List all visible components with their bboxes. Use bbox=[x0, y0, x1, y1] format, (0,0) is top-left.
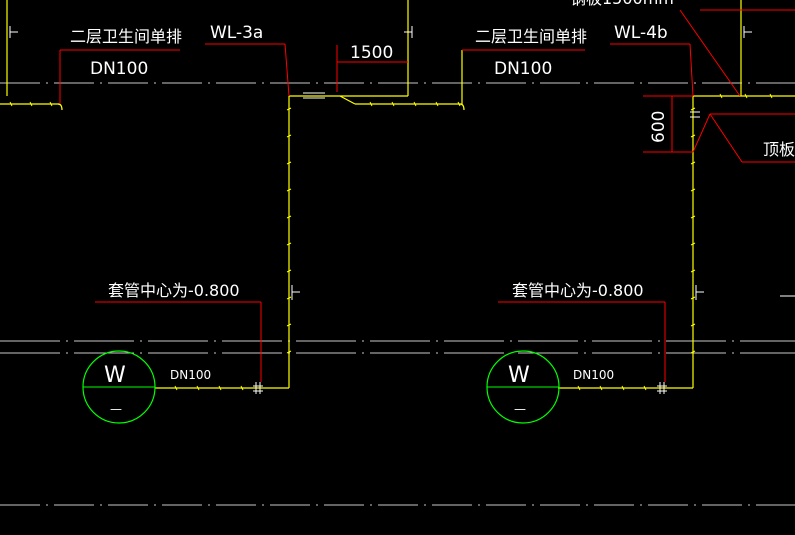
labels-left: 二层卫生间单排 DN100 WL-3a 1500 套管中心为-0.800 DN1… bbox=[70, 23, 393, 382]
well-dash-left: — bbox=[110, 402, 122, 416]
pipe-end-hook bbox=[57, 103, 63, 111]
pipe-tick bbox=[435, 101, 439, 107]
well-letter-right: W bbox=[508, 363, 530, 388]
pipe-tick bbox=[369, 101, 373, 107]
pipe-tick bbox=[49, 101, 53, 107]
pipe-tick bbox=[286, 350, 292, 354]
pipe-tick bbox=[643, 385, 647, 391]
pipe-tick bbox=[457, 101, 461, 107]
leaders-left bbox=[59, 43, 408, 382]
pipe-size-left: DN100 bbox=[90, 59, 148, 79]
pipe-tick bbox=[744, 93, 748, 99]
pipe-id-left: WL-3a bbox=[210, 23, 263, 43]
dim-600: 600 bbox=[649, 111, 669, 143]
labels-right: 钢板1500mm 二层卫生间单排 DN100 WL-4b 600 顶板 套管中心… bbox=[475, 0, 795, 382]
pipe-tick bbox=[286, 242, 292, 246]
pipe-tick bbox=[719, 93, 723, 99]
pipe-tick bbox=[286, 188, 292, 192]
dim-1500: 1500 bbox=[350, 43, 393, 63]
well-dash-right: — bbox=[514, 402, 526, 416]
pipe-diagonal bbox=[339, 95, 356, 105]
pipe-tick bbox=[690, 134, 696, 138]
pipe-tick bbox=[9, 101, 13, 107]
pipe-end-hook-2 bbox=[459, 103, 465, 111]
pipe-tick bbox=[218, 385, 222, 391]
sleeve-symbols-left bbox=[9, 26, 413, 394]
well-left: W — bbox=[82, 350, 156, 424]
pipe-tick bbox=[391, 101, 395, 107]
pipe-tick bbox=[286, 107, 292, 111]
pipe-tick bbox=[769, 93, 773, 99]
left-pipe-system bbox=[0, 0, 465, 389]
top-partial-label: 钢板1500mm bbox=[570, 0, 674, 8]
pipe-tick bbox=[690, 269, 696, 273]
pipe-tick bbox=[174, 385, 178, 391]
outlet-size-right: DN100 bbox=[573, 368, 614, 382]
pipe-tick bbox=[286, 323, 292, 327]
pipe-tick bbox=[690, 188, 696, 192]
sleeve-symbols-right bbox=[657, 26, 795, 394]
pipe-tick bbox=[286, 161, 292, 165]
floor-label-right: 二层卫生间单排 bbox=[475, 27, 587, 46]
pipe-tick bbox=[690, 323, 696, 327]
pipe-tick-marks bbox=[9, 93, 773, 391]
pipe-tick bbox=[240, 385, 244, 391]
pipe-tick bbox=[286, 215, 292, 219]
pipe-tick bbox=[690, 107, 696, 111]
pipe-size-right: DN100 bbox=[494, 59, 552, 79]
floor-label-left: 二层卫生间单排 bbox=[70, 27, 182, 46]
well-right: W — bbox=[486, 350, 560, 424]
sleeve-note-right: 套管中心为-0.800 bbox=[512, 281, 644, 300]
pipe-tick bbox=[286, 134, 292, 138]
leaders-right bbox=[462, 9, 795, 382]
pipe-tick bbox=[286, 296, 292, 300]
pipe-tick bbox=[621, 385, 625, 391]
outlet-size-left: DN100 bbox=[170, 368, 211, 382]
pipe-tick bbox=[29, 101, 33, 107]
sleeve-note-left: 套管中心为-0.800 bbox=[108, 281, 240, 300]
pipe-tick bbox=[196, 385, 200, 391]
pipe-tick bbox=[577, 385, 581, 391]
pipe-tick bbox=[413, 101, 417, 107]
pipe-tick bbox=[690, 215, 696, 219]
pipe-tick bbox=[690, 161, 696, 165]
pipe-tick bbox=[690, 296, 696, 300]
pipe-id-right: WL-4b bbox=[614, 23, 668, 43]
pipe-tick bbox=[286, 269, 292, 273]
pipe-tick bbox=[690, 242, 696, 246]
pipe-tick bbox=[599, 385, 603, 391]
well-letter-left: W bbox=[104, 363, 126, 388]
roof-label: 顶板 bbox=[763, 140, 795, 159]
right-pipe-system bbox=[558, 0, 795, 389]
pipe-tick bbox=[690, 350, 696, 354]
